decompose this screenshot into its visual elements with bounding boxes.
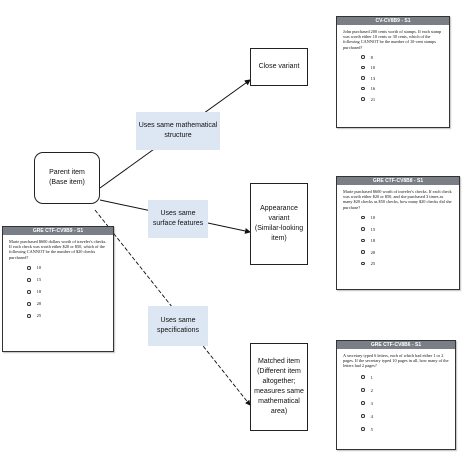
answer-option[interactable]: 4 (361, 410, 455, 423)
option-label: 3 (370, 400, 373, 406)
option-label: 5 (370, 426, 373, 432)
radio-icon[interactable] (361, 388, 365, 392)
radio-icon[interactable] (27, 278, 31, 282)
radio-icon[interactable] (361, 414, 365, 418)
question-text: Marie purchased $600 dollars worth of tr… (9, 239, 107, 260)
appearance-variant-label: Appearance variant (Similar-looking item… (254, 205, 304, 242)
radio-icon[interactable] (361, 55, 365, 59)
answer-option[interactable]: 10 (27, 262, 113, 274)
card-header: CV-CV8B9 - S1 (337, 17, 449, 25)
option-label: 15 (36, 277, 42, 283)
option-label: 18 (36, 289, 42, 295)
radio-icon[interactable] (361, 76, 365, 80)
relation-label-specifications: Uses same specifications (148, 306, 208, 346)
radio-icon[interactable] (361, 427, 365, 431)
option-label: 10 (370, 215, 376, 221)
radio-icon[interactable] (361, 375, 365, 379)
answer-option[interactable]: 20 (27, 298, 113, 310)
relation-label-mathematical-structure: Uses same mathematical structure (136, 112, 220, 150)
parent-question-card: GRE CTF-CV9B9 - S1 Marie purchased $600 … (2, 226, 114, 352)
parent-item-node: Parent item (Base item) (34, 152, 100, 204)
answer-option[interactable]: 20 (361, 246, 459, 258)
answer-option[interactable]: 1 (361, 371, 455, 384)
answer-options: 1 2 3 4 5 (337, 371, 455, 436)
arrow-to-matched-item (94, 209, 251, 406)
answer-option[interactable]: 18 (361, 235, 459, 247)
close-variant-label: Close variant (258, 63, 300, 70)
answer-option[interactable]: 5 (361, 423, 455, 436)
answer-option[interactable]: 25 (361, 258, 459, 270)
radio-icon[interactable] (27, 302, 31, 306)
relation-label-surface-features: Uses same surface features (148, 200, 208, 238)
answer-option[interactable]: 10 (361, 212, 459, 224)
answer-option[interactable]: 3 (361, 397, 455, 410)
option-label: 4 (370, 413, 373, 419)
radio-icon[interactable] (361, 215, 365, 220)
card-header: GRE CTF-CV8B8 - S1 (337, 177, 459, 185)
answer-option[interactable]: 8 (361, 52, 449, 63)
answer-option[interactable]: 2 (361, 384, 455, 397)
answer-options: 10 15 18 20 25 (337, 212, 459, 270)
option-label: 21 (370, 96, 376, 102)
radio-icon[interactable] (361, 65, 365, 70)
answer-option[interactable]: 15 (27, 274, 113, 286)
close-variant-node: Close variant (250, 48, 308, 86)
radio-icon[interactable] (27, 290, 31, 294)
appearance-variant-question-card: GRE CTF-CV8B8 - S1 Marie purchased $600 … (336, 176, 460, 290)
option-label: 1 (370, 374, 373, 380)
answer-option[interactable]: 16 (361, 83, 449, 94)
relation-label-text: Uses same specifications (156, 317, 200, 334)
question-text: John purchased 200 cents worth of stamps… (343, 29, 442, 50)
answer-options: 10 15 18 20 25 (3, 262, 113, 322)
option-label: 18 (370, 238, 376, 244)
option-label: 16 (370, 86, 376, 92)
matched-item-label: Matched item (Different item altogether;… (254, 358, 304, 415)
parent-item-label: Parent item (Base item) (49, 169, 85, 186)
option-label: 25 (370, 261, 376, 267)
option-label: 13 (370, 75, 376, 81)
radio-icon[interactable] (361, 97, 365, 101)
radio-icon[interactable] (361, 86, 365, 91)
answer-options: 8 10 13 16 21 (337, 52, 449, 105)
relation-label-text: Uses same surface features (152, 210, 204, 227)
card-header: GRE CTF-CV8B6 - S1 (337, 341, 455, 349)
option-label: 20 (36, 301, 42, 307)
radio-icon[interactable] (361, 401, 365, 405)
answer-option[interactable]: 25 (27, 310, 113, 322)
radio-icon[interactable] (27, 266, 31, 270)
appearance-variant-node: Appearance variant (Similar-looking item… (250, 183, 308, 265)
card-header: GRE CTF-CV9B9 - S1 (3, 227, 113, 235)
radio-icon[interactable] (361, 227, 365, 231)
option-label: 10 (370, 65, 376, 71)
matched-item-node: Matched item (Different item altogether;… (250, 343, 308, 431)
radio-icon[interactable] (27, 314, 31, 318)
option-label: 8 (370, 54, 373, 60)
option-label: 2 (370, 387, 373, 393)
option-label: 15 (370, 226, 376, 232)
option-label: 10 (36, 265, 42, 271)
radio-icon[interactable] (361, 250, 365, 254)
answer-option[interactable]: 15 (361, 223, 459, 235)
question-text: Marie purchased $600 worth of traveler's… (343, 189, 452, 210)
answer-option[interactable]: 13 (361, 73, 449, 84)
answer-option[interactable]: 21 (361, 94, 449, 105)
option-label: 25 (36, 313, 42, 319)
answer-option[interactable]: 18 (27, 286, 113, 298)
radio-icon[interactable] (361, 261, 365, 266)
radio-icon[interactable] (361, 238, 365, 243)
answer-option[interactable]: 10 (361, 62, 449, 73)
relation-label-text: Uses same mathematical structure (138, 122, 218, 139)
option-label: 20 (370, 249, 376, 255)
question-text: A secretary typed 6 letters, each of whi… (343, 353, 449, 369)
matched-item-question-card: GRE CTF-CV8B6 - S1 A secretary typed 6 l… (336, 340, 456, 450)
close-variant-question-card: CV-CV8B9 - S1 John purchased 200 cents w… (336, 16, 450, 128)
